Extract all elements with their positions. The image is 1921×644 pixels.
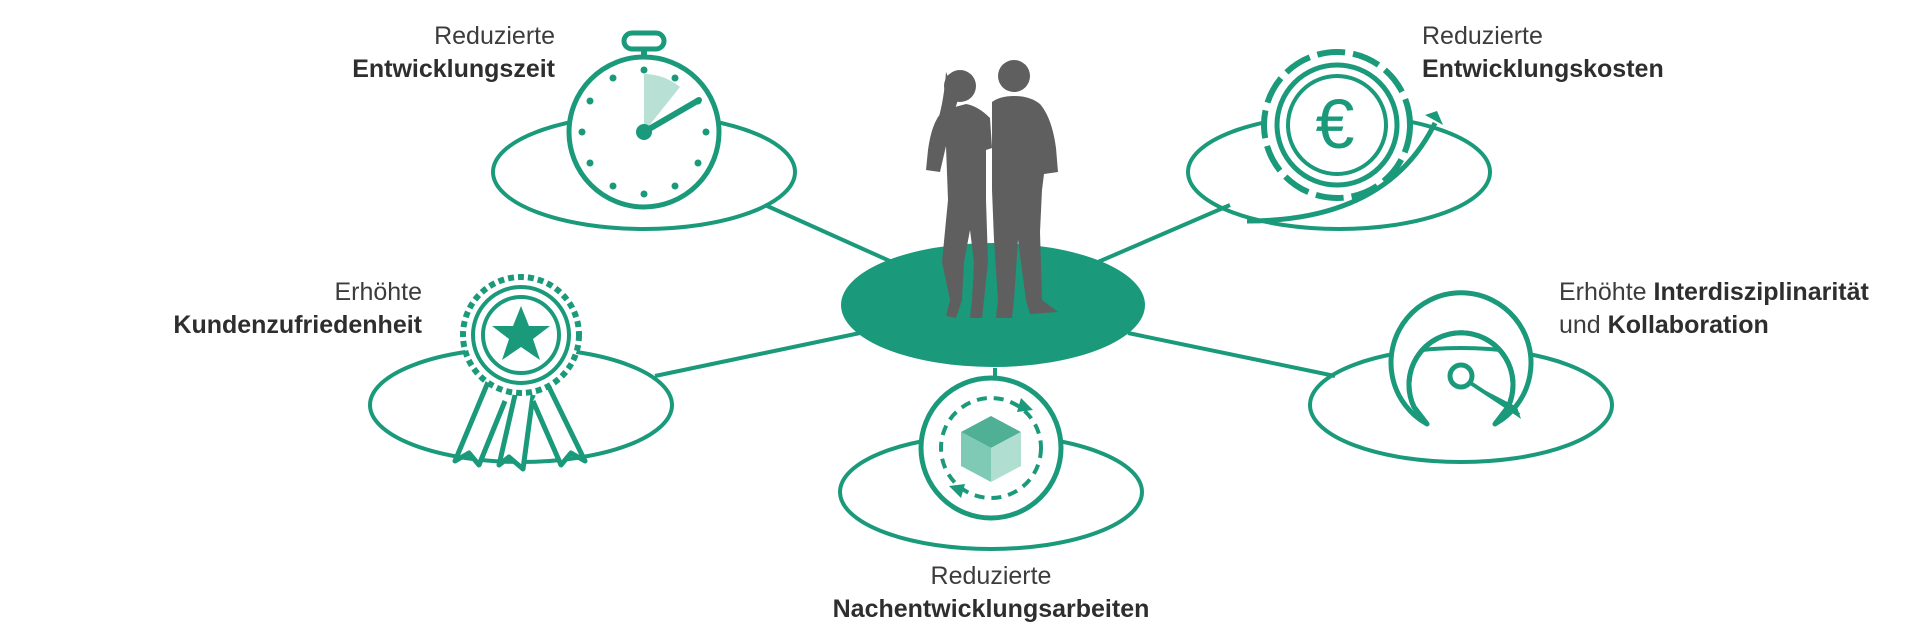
label-collaboration: Erhöhte Interdisziplinarität und Kollabo… [1559, 276, 1869, 342]
label-satisfaction: Erhöhte Kundenzufriedenheit [173, 276, 422, 342]
label-cost-line2: Entwicklungskosten [1422, 55, 1664, 83]
label-cost: Reduzierte Entwicklungskosten [1422, 20, 1664, 86]
label-collaboration-line1-plain: Erhöhte [1559, 278, 1654, 306]
rotating-cube-icon [918, 375, 1064, 521]
label-collaboration-line2-plain: und [1559, 311, 1608, 339]
award-rosette-icon [452, 274, 588, 472]
label-collaboration-line1-bold: Interdisziplinarität [1653, 278, 1869, 306]
euro-coin-icon: € [1246, 49, 1443, 224]
label-collaboration-line2-bold: Kollaboration [1607, 311, 1769, 339]
connector-cost [1097, 203, 1231, 264]
svg-text:€: € [1316, 85, 1355, 163]
label-satisfaction-line1: Erhöhte [334, 278, 422, 306]
label-collaboration-line2: und Kollaboration [1559, 309, 1869, 342]
connector-time [764, 203, 893, 264]
connector-satisfaction [654, 331, 861, 378]
stopwatch-icon [566, 30, 722, 210]
center-platform [841, 243, 1145, 367]
label-satisfaction-line2: Kundenzufriedenheit [173, 311, 422, 339]
label-time: Reduzierte Entwicklungszeit [352, 20, 555, 86]
connector-collaboration [1127, 331, 1336, 378]
two-people-silhouette-icon [926, 60, 1058, 318]
gauge-icon [1388, 290, 1534, 427]
label-rework-line2: Nachentwicklungsarbeiten [832, 595, 1150, 623]
label-rework: Reduzierte Nachentwicklungsarbeiten [791, 560, 1191, 626]
platform-collaboration [1308, 346, 1614, 464]
label-collaboration-line1: Erhöhte Interdisziplinarität [1559, 276, 1869, 309]
label-rework-line1: Reduzierte [930, 562, 1052, 590]
label-time-line1: Reduzierte [434, 22, 555, 50]
label-time-line2: Entwicklungszeit [352, 55, 555, 83]
label-cost-line1: Reduzierte [1422, 22, 1543, 50]
